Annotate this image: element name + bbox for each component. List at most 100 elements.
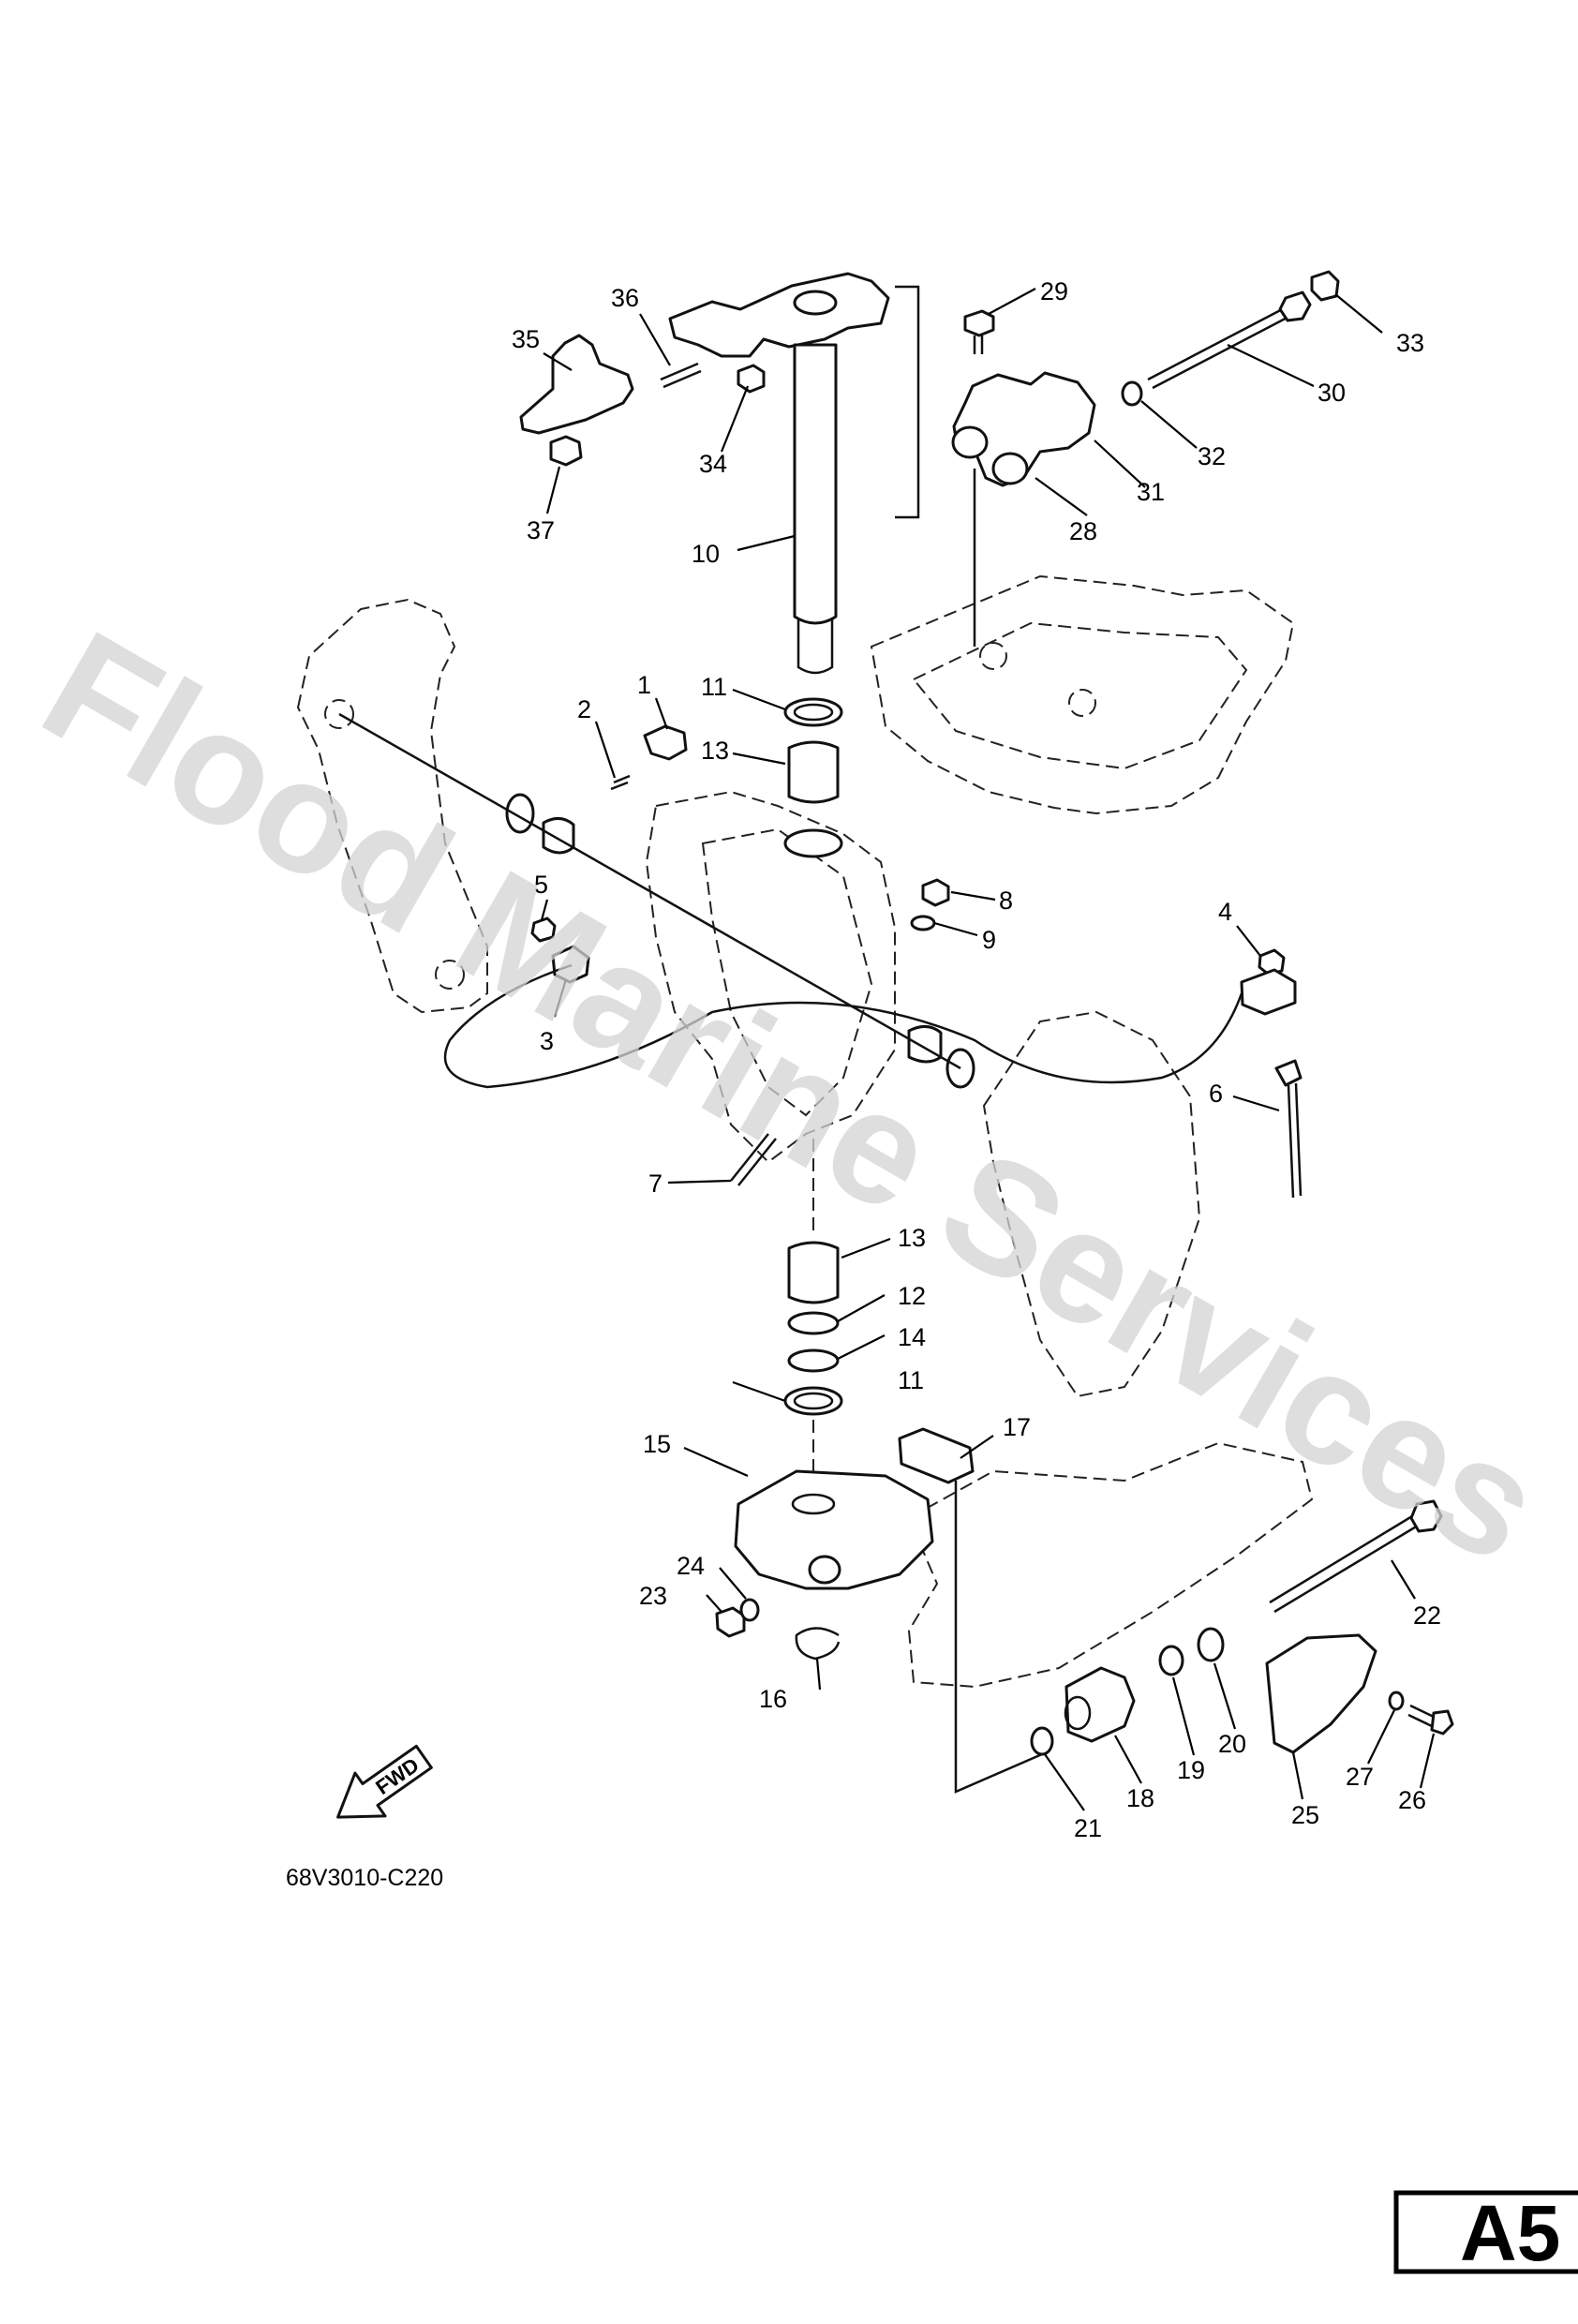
callout-33: 33 xyxy=(1396,329,1424,357)
bushing-left xyxy=(542,817,575,855)
steering-shaft xyxy=(793,343,838,625)
callout-12: 12 xyxy=(898,1282,926,1310)
callout-11-top: 11 xyxy=(701,673,727,701)
upper-mount-hole-a xyxy=(979,642,1007,670)
bolt-5 xyxy=(530,916,557,943)
callout-20: 20 xyxy=(1218,1730,1246,1758)
nut-4 xyxy=(1258,948,1286,976)
yoke-pin-hole xyxy=(808,1555,841,1585)
cable-tie-6-strap xyxy=(1287,1082,1303,1199)
clamp-3 xyxy=(551,945,590,984)
cover-25 xyxy=(1265,1633,1377,1754)
callout-34: 34 xyxy=(699,450,727,478)
callout-36: 36 xyxy=(611,284,639,312)
callout-6: 6 xyxy=(1209,1080,1223,1108)
upper-mount-hole-b xyxy=(1068,689,1096,717)
diagram-code: 68V3010-C220 xyxy=(286,1865,443,1891)
callout-8: 8 xyxy=(999,886,1013,915)
callout-21: 21 xyxy=(1074,1814,1102,1842)
leader-lines xyxy=(540,288,1436,1811)
lower-housing xyxy=(982,1010,1201,1398)
screw-7 xyxy=(730,1133,777,1186)
circlip-16 xyxy=(795,1627,841,1661)
mount-rubber-18 xyxy=(1064,1666,1136,1743)
callout-7: 7 xyxy=(648,1169,662,1198)
callout-1: 1 xyxy=(637,671,651,699)
callout-11-bottom: 11 xyxy=(898,1366,924,1394)
forward-arrow: FWD xyxy=(336,1744,433,1819)
lower-guide-line xyxy=(954,1481,1043,1794)
washer-20 xyxy=(1197,1627,1225,1662)
nut-34 xyxy=(737,364,766,394)
washer-9 xyxy=(910,915,936,931)
callout-27: 27 xyxy=(1346,1763,1374,1791)
nut-23 xyxy=(715,1606,746,1638)
washer-24 xyxy=(739,1598,760,1622)
steering-arm-bore xyxy=(793,290,838,316)
callout-13-bottom: 13 xyxy=(898,1224,926,1252)
upper-mount-plate-inner xyxy=(912,621,1248,770)
washer-27 xyxy=(1388,1691,1405,1711)
nut-33 xyxy=(1310,270,1340,302)
callout-5: 5 xyxy=(534,871,548,899)
yoke-bore xyxy=(791,1493,836,1515)
steering-shaft-spline xyxy=(796,618,834,675)
nut-8 xyxy=(921,878,950,907)
cable-tie-6 xyxy=(1274,1059,1303,1087)
callout-23: 23 xyxy=(639,1582,667,1610)
oring-12 xyxy=(787,1311,840,1335)
nut-37 xyxy=(549,435,583,467)
mount-rubber-18-face xyxy=(1064,1695,1092,1731)
washer-14 xyxy=(787,1348,840,1373)
callout-28: 28 xyxy=(1069,517,1097,545)
upper-ring xyxy=(783,828,843,858)
callout-37: 37 xyxy=(527,516,555,544)
callout-10: 10 xyxy=(692,540,720,568)
bushing-right xyxy=(907,1025,943,1064)
bolt-26 xyxy=(1407,1704,1435,1728)
washer-11-top xyxy=(783,697,843,727)
callout-4: 4 xyxy=(1218,898,1232,926)
page-tag-box xyxy=(1393,2190,1578,2274)
washer-left xyxy=(505,793,535,834)
clamp-bracket-hole-bottom xyxy=(435,960,465,990)
stopper-17 xyxy=(898,1427,975,1484)
stud-36 xyxy=(660,362,702,389)
steering-arm-head xyxy=(668,272,890,358)
swivel-bracket-inner xyxy=(701,827,873,1117)
ground-lead xyxy=(443,963,1243,1089)
forward-arrow-icon xyxy=(336,1744,433,1819)
exhaust-guide xyxy=(907,1441,1314,1689)
callout-15: 15 xyxy=(643,1430,671,1458)
bolt-2 xyxy=(610,774,631,791)
callout-31: 31 xyxy=(1137,478,1165,506)
bolt-30 xyxy=(1147,303,1297,390)
mount-rubber-left xyxy=(951,425,989,459)
callout-26: 26 xyxy=(1398,1786,1426,1814)
callout-18: 18 xyxy=(1126,1784,1154,1812)
mount-rubber-right xyxy=(991,452,1029,485)
callout-25: 25 xyxy=(1291,1801,1319,1829)
bracket-35 xyxy=(519,334,634,435)
washer-11-bottom-hole xyxy=(793,1392,834,1410)
bushing-13-bottom xyxy=(787,1241,840,1304)
assembly-guide-line xyxy=(895,285,920,519)
through-axis xyxy=(338,712,961,1070)
callout-3: 3 xyxy=(540,1027,554,1055)
washer-21 xyxy=(1030,1726,1054,1756)
callout-13-top: 13 xyxy=(701,737,729,765)
connector-4 xyxy=(1240,968,1297,1016)
clamp-1 xyxy=(643,724,688,761)
callout-29: 29 xyxy=(1040,277,1068,305)
upper-mount-plate xyxy=(870,574,1295,815)
bolt-22 xyxy=(1269,1512,1423,1614)
callout-19: 19 xyxy=(1177,1756,1205,1784)
callout-32: 32 xyxy=(1198,442,1226,470)
page-tag-label: A5 xyxy=(1460,2189,1560,2277)
bolt-26-head xyxy=(1430,1709,1454,1736)
callout-17: 17 xyxy=(1003,1413,1031,1441)
callout-35: 35 xyxy=(512,325,540,353)
steering-yoke-15 xyxy=(734,1469,934,1590)
clamp-bracket-hole-top xyxy=(324,699,354,729)
